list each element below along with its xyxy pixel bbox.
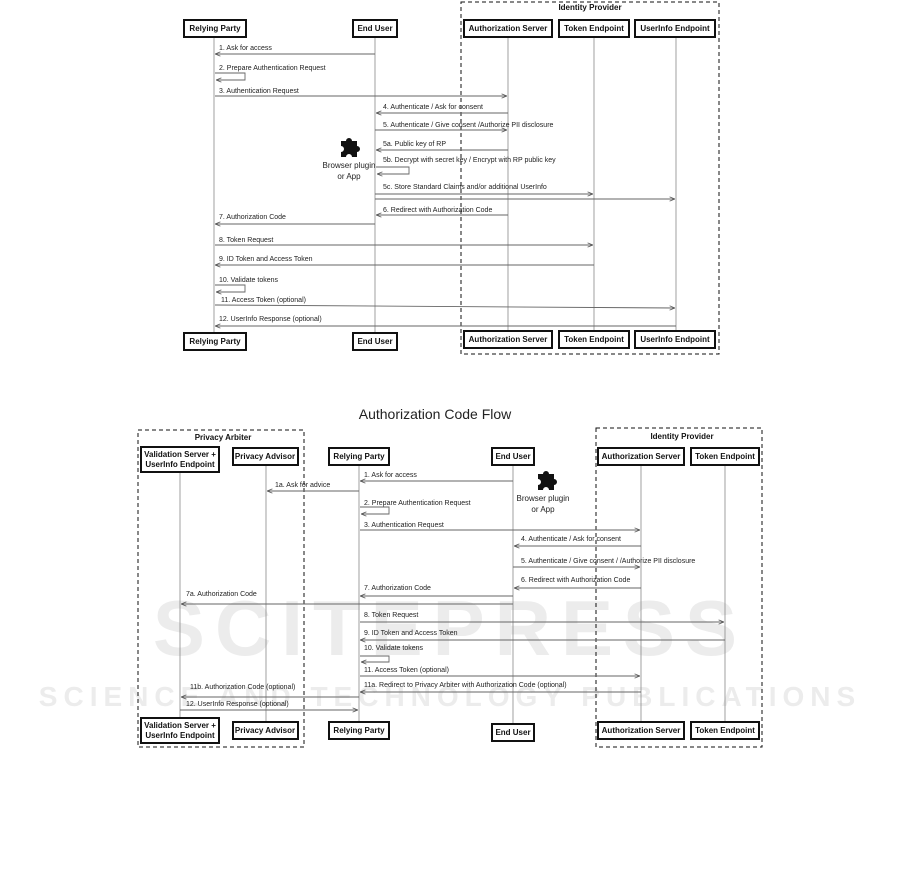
puzzle-icon-bottom [538, 471, 557, 490]
msg-b12: 12. UserInfo Response (optional) [186, 701, 289, 708]
msg-t5b: 5b. Decrypt with secret key / Encrypt wi… [383, 157, 556, 164]
participant-token-endpoint-b-bottom: Token Endpoint [695, 726, 755, 735]
msg-b2: 2. Prepare Authentication Request [364, 500, 471, 507]
participant-privacy-advisor: Privacy Advisor [235, 452, 295, 461]
arrow-t10 [215, 284, 246, 292]
msg-b5: 5. Authenticate / Give consent / /Author… [521, 558, 695, 565]
arrow-t5b [376, 166, 410, 174]
watermark: SCITEPRESS SCIENCE AND TECHNOLOGY PUBLIC… [39, 584, 861, 712]
top-sequence-diagram: Identity Provider Relying Party End User… [183, 1, 720, 355]
msg-b3: 3. Authentication Request [364, 522, 444, 529]
msg-t3: 3. Authentication Request [219, 88, 299, 95]
msg-t5a: 5a. Public key of RP [383, 141, 446, 148]
participant-relying-party-b: Relying Party [333, 452, 385, 461]
participant-authorization-server-b: Authorization Server [602, 452, 681, 461]
msg-b7: 7. Authorization Code [364, 585, 431, 592]
diagram-title: Authorization Code Flow [359, 406, 512, 422]
participant-token-endpoint: Token Endpoint [564, 24, 624, 33]
msg-t1: 1. Ask for access [219, 45, 272, 52]
msg-t9: 9. ID Token and Access Token [219, 256, 313, 263]
participant-end-user: End User [357, 24, 392, 33]
identity-provider-title: Identity Provider [558, 3, 621, 12]
msg-b9: 9. ID Token and Access Token [364, 630, 458, 637]
participant-authorization-server-b-bottom: Authorization Server [602, 726, 681, 735]
identity-provider-title-bottom: Identity Provider [650, 432, 713, 441]
participant-userinfo-endpoint: UserInfo Endpoint [640, 24, 710, 33]
identity-provider-group-bottom [595, 427, 763, 748]
participant-privacy-advisor-bottom: Privacy Advisor [235, 726, 295, 735]
msg-t5: 5. Authenticate / Give consent /Authoriz… [383, 122, 554, 129]
msg-t5c: 5c. Store Standard Claims and/or additio… [383, 184, 547, 191]
msg-t12: 12. UserInfo Response (optional) [219, 316, 322, 323]
msg-t6: 6. Redirect with Authorization Code [383, 207, 492, 214]
arrow-b10 [360, 655, 390, 662]
privacy-arbiter-title: Privacy Arbiter [195, 433, 252, 442]
plugin-label-bottom-line1: Browser plugin [517, 494, 570, 503]
msg-b11b: 11b. Authorization Code (optional) [190, 684, 295, 691]
participant-validation-server-bottom-l1: Validation Server + [144, 721, 216, 730]
watermark-line1: SCITEPRESS [153, 584, 747, 672]
msg-b1a: 1a. Ask for advice [275, 482, 330, 489]
watermark-line2: SCIENCE AND TECHNOLOGY PUBLICATIONS [39, 681, 861, 712]
msg-b1: 1. Ask for access [364, 472, 417, 479]
plugin-label-line1: Browser plugin [323, 161, 376, 170]
msg-b11a: 11a. Redirect to Privacy Arbiter with Au… [364, 682, 567, 689]
participant-validation-server-l1: Validation Server + [144, 450, 216, 459]
participant-relying-party-bottom: Relying Party [189, 337, 241, 346]
participant-end-user-b-bottom: End User [495, 728, 530, 737]
participant-relying-party: Relying Party [189, 24, 241, 33]
msg-t10: 10. Validate tokens [219, 277, 279, 284]
arrow-t2 [215, 72, 246, 80]
participant-authorization-server-bottom: Authorization Server [469, 335, 548, 344]
msg-b8: 8. Token Request [364, 612, 418, 619]
msg-t8: 8. Token Request [219, 237, 273, 244]
participant-authorization-server: Authorization Server [469, 24, 548, 33]
puzzle-icon [341, 138, 360, 157]
identity-provider-group [460, 1, 720, 355]
participant-end-user-bottom: End User [357, 337, 392, 346]
participant-token-endpoint-bottom: Token Endpoint [564, 335, 624, 344]
msg-b11: 11. Access Token (optional) [364, 667, 449, 674]
bottom-sequence-diagram: Authorization Code Flow Privacy Arbiter … [137, 406, 763, 748]
participant-validation-server-l2: UserInfo Endpoint [145, 460, 215, 469]
participant-relying-party-b-bottom: Relying Party [333, 726, 385, 735]
privacy-arbiter-group [137, 429, 305, 748]
participant-validation-server-bottom-l2: UserInfo Endpoint [145, 731, 215, 740]
participant-token-endpoint-b: Token Endpoint [695, 452, 755, 461]
msg-t2: 2. Prepare Authentication Request [219, 65, 326, 72]
msg-t11: 11. Access Token (optional) [221, 297, 306, 304]
msg-t7: 7. Authorization Code [219, 214, 286, 221]
msg-t4: 4. Authenticate / Ask for consent [383, 104, 483, 111]
msg-b4: 4. Authenticate / Ask for consent [521, 536, 621, 543]
plugin-label-bottom-line2: or App [531, 505, 555, 514]
participant-userinfo-endpoint-bottom: UserInfo Endpoint [640, 335, 710, 344]
arrow-t11 [214, 304, 675, 308]
msg-b7a: 7a. Authorization Code [186, 591, 257, 598]
msg-b10: 10. Validate tokens [364, 645, 424, 652]
plugin-label-line2: or App [337, 172, 361, 181]
msg-b6: 6. Redirect with Authorization Code [521, 577, 630, 584]
participant-end-user-b: End User [495, 452, 530, 461]
arrow-b2 [360, 506, 390, 514]
